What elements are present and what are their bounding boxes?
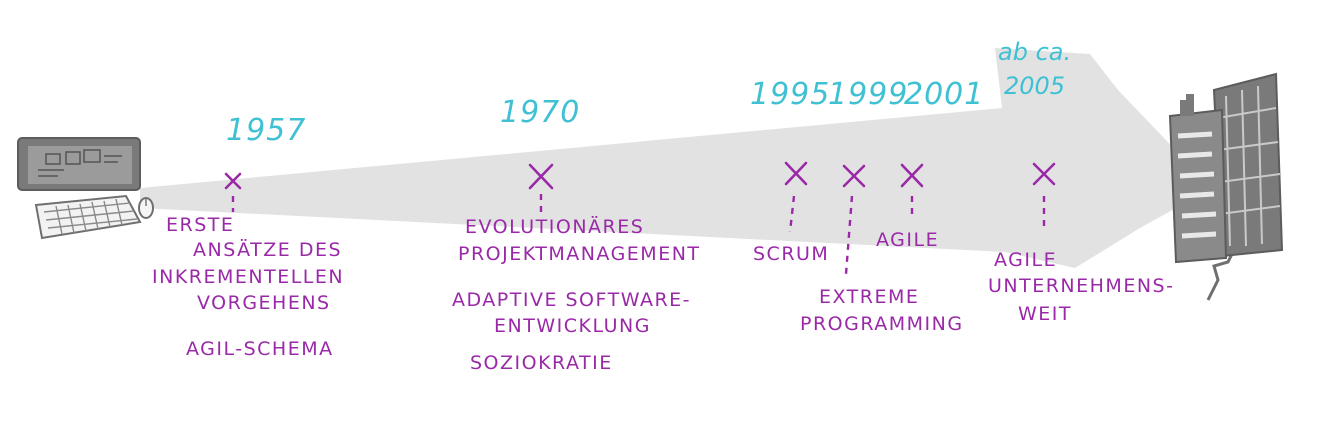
event-text-line: EVOLUTIONÄRES <box>465 215 644 238</box>
timeline-arrow <box>140 48 1212 268</box>
event-1970: 1970 EVOLUTIONÄRES PROJEKTMANAGEMENT ADA… <box>452 95 701 374</box>
dashed-connector <box>844 195 854 275</box>
cross-marker <box>1032 162 1056 186</box>
event-text-line: PROJEKTMANAGEMENT <box>458 243 701 265</box>
event-1995: 1995 SCRUM <box>750 77 830 265</box>
event-1957: 1957 ERSTE ANSÄTZE DES INKREMENTELLEN VO… <box>152 113 344 360</box>
event-text-line: SCRUM <box>753 243 829 265</box>
year-label: 1957 <box>226 113 306 148</box>
event-text-line: AGILE <box>876 229 939 251</box>
event-text-line: ADAPTIVE SOFTWARE- <box>452 289 691 311</box>
office-building-icon <box>1168 72 1284 301</box>
event-text-line: UNTERNEHMENS- <box>988 275 1174 297</box>
event-2001: 2001 AGILE <box>876 77 984 251</box>
computer-icon <box>17 137 154 240</box>
event-1999: 1999 EXTREME PROGRAMMING <box>800 77 964 335</box>
event-2005: ab ca. 2005 AGILE UNTERNEHMENS- WEIT <box>988 38 1174 325</box>
event-text-line: PROGRAMMING <box>800 313 964 335</box>
cross-marker <box>528 163 554 190</box>
year-label: 1999 <box>828 77 908 112</box>
year-label: ab ca. <box>998 38 1071 66</box>
year-label: 2001 <box>904 77 984 112</box>
year-label: 1995 <box>750 77 830 112</box>
cross-marker <box>900 163 924 188</box>
event-text-line: VORGEHENS <box>197 292 331 314</box>
event-text-line: EXTREME <box>819 286 919 308</box>
cross-marker <box>224 172 242 190</box>
cross-marker <box>784 161 808 186</box>
year-label: 1970 <box>500 95 580 130</box>
event-text-line: AGILE <box>994 249 1057 271</box>
event-text-line: ENTWICKLUNG <box>494 315 651 337</box>
event-text-line: ANSÄTZE DES <box>193 238 342 261</box>
event-text-line: INKREMENTELLEN <box>152 266 344 288</box>
event-text-line: WEIT <box>1018 303 1072 325</box>
event-text-line: ERSTE <box>166 214 234 236</box>
cross-marker <box>842 164 866 188</box>
event-text-line: AGIL-SCHEMA <box>186 338 334 360</box>
event-text-line: SOZIOKRATIE <box>470 352 613 374</box>
year-label: 2005 <box>1004 72 1065 100</box>
